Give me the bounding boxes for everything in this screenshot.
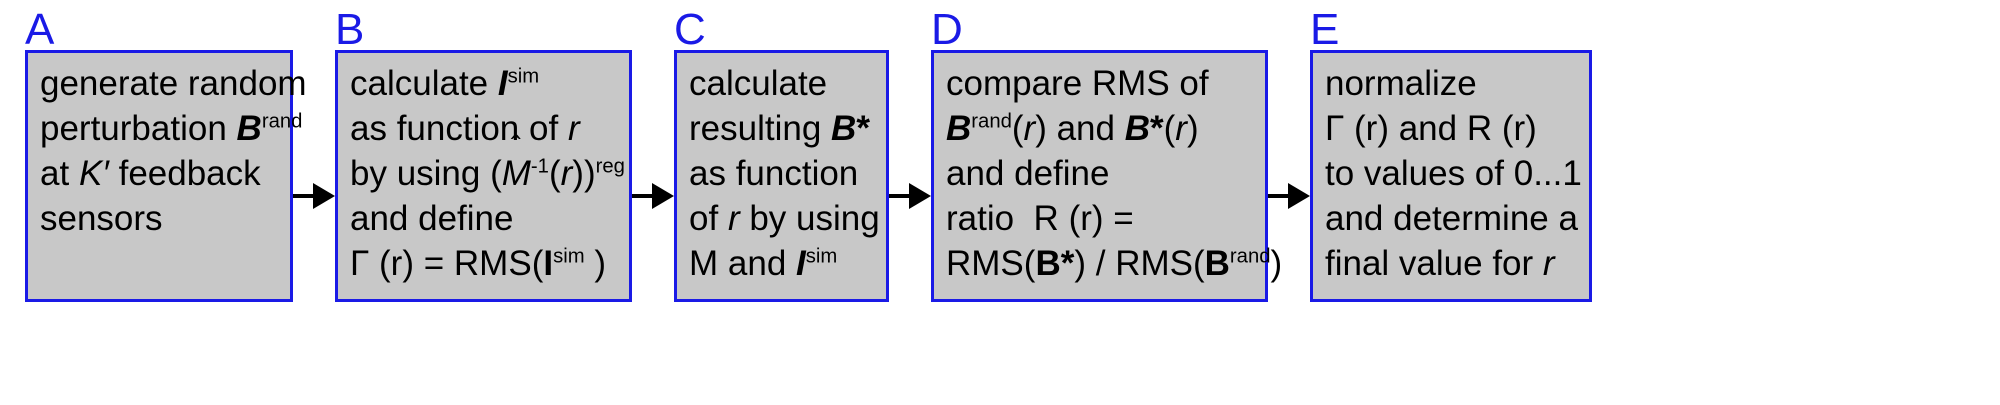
line-e-4: and determine a [1325, 199, 1578, 238]
sup-minus-one: -1 [530, 155, 549, 178]
symbol-R: R [1033, 199, 1059, 238]
star-mark: * [1150, 109, 1164, 148]
stage-box-a[interactable]: generate random perturbation Brand at K′… [25, 50, 307, 302]
line-e-5: final value for r [1325, 244, 1555, 283]
symbol-i: I [543, 244, 554, 283]
stage-label-d: D [931, 5, 963, 54]
line-b-1: calculate Isim [350, 64, 540, 103]
stage-b: B calculate Isim as function of r by usi… [335, 0, 632, 405]
sup-sim: sim [805, 245, 838, 268]
symbol-b: B [1204, 244, 1230, 283]
arrow-head [1288, 183, 1310, 209]
stage-box-d[interactable]: compare RMS of Brand(r) and B*(r) and de… [931, 50, 1283, 302]
symbol-b: B [1035, 244, 1061, 283]
stage-d: D compare RMS of Brand(r) and B*(r) and … [931, 0, 1283, 405]
line-c-3: as function [689, 154, 859, 193]
stage-a-text: generate random perturbation Brand at K′… [40, 61, 307, 241]
symbol-k: K [78, 154, 103, 193]
symbol-i: I [796, 244, 806, 283]
stage-e: E normalize Γ (r) and R (r) to values of… [1310, 0, 1592, 405]
arrow-head [313, 183, 335, 209]
prime-mark: ′ [102, 154, 109, 193]
arrow-d-to-e [1268, 183, 1310, 209]
arrow-c-to-d [889, 183, 931, 209]
stage-box-c[interactable]: calculate resulting B* as function of r … [674, 50, 889, 302]
stage-c-text: calculate resulting B* as function of r … [689, 61, 886, 286]
arrow-shaft [293, 194, 317, 198]
stage-label-c: C [674, 5, 706, 54]
symbol-r: r [567, 109, 580, 148]
symbol-gamma: Γ [1325, 109, 1345, 148]
sup-sim: sim [507, 65, 540, 88]
arrow-shaft [1268, 194, 1292, 198]
line-c-1: calculate [689, 64, 828, 103]
stage-box-b[interactable]: calculate Isim as function of r by using… [335, 50, 632, 302]
stage-box-e[interactable]: normalize Γ (r) and R (r) to values of 0… [1310, 50, 1592, 302]
arrow-shaft [632, 194, 656, 198]
line-e-3: to values of 0...1 [1325, 154, 1582, 193]
symbol-r: r [560, 154, 573, 193]
stage-label-a: A [25, 5, 55, 54]
line-a-3: at K′ feedback [40, 154, 261, 193]
stage-a: A generate random perturbation Brand at … [25, 0, 307, 405]
stage-b-text: calculate Isim as function of r by using… [350, 61, 629, 286]
line-e-2: Γ (r) and R (r) [1325, 109, 1537, 148]
line-d-4: ratio R (r) = [946, 199, 1134, 238]
line-a-4: sensors [40, 199, 163, 238]
symbol-b: B [236, 109, 262, 148]
line-e-1: normalize [1325, 64, 1477, 103]
star-mark: * [1060, 244, 1075, 283]
sup-sim: sim [553, 245, 585, 268]
symbol-m: M [501, 154, 531, 193]
arrow-shaft [889, 194, 913, 198]
arrow-b-to-c [632, 183, 674, 209]
stage-e-text: normalize Γ (r) and R (r) to values of 0… [1325, 61, 1589, 286]
stage-c: C calculate resulting B* as function of … [674, 0, 889, 405]
symbol-b: B [946, 109, 972, 148]
sup-reg: reg [595, 155, 625, 178]
line-c-2: resulting B* [689, 109, 870, 148]
line-a-1: generate random [40, 64, 307, 103]
arrow-head [652, 183, 674, 209]
hat-accent: ˆ [510, 130, 521, 164]
line-d-2: Brand(r) and B*(r) [946, 109, 1199, 148]
symbol-r: r [1175, 109, 1187, 148]
line-c-5: M and Isim [689, 244, 838, 283]
line-c-4: of r by using [689, 199, 880, 238]
line-d-1: compare RMS of [946, 64, 1209, 103]
line-d-3: and define [946, 154, 1110, 193]
line-b-5: Γ (r) = RMS(Isim ) [350, 244, 607, 283]
arrow-a-to-b [293, 183, 335, 209]
stage-label-e: E [1310, 5, 1340, 54]
symbol-b: B [831, 109, 857, 148]
symbol-b: B [1124, 109, 1150, 148]
line-b-2: as function of r [350, 109, 580, 148]
symbol-r: r [1023, 109, 1036, 148]
sup-rand: rand [1229, 245, 1271, 268]
sup-rand: rand [971, 110, 1012, 133]
line-b-4: and define [350, 199, 514, 238]
stage-d-text: compare RMS of Brand(r) and B*(r) and de… [946, 61, 1283, 286]
symbol-i: I [497, 64, 508, 103]
stage-label-b: B [335, 5, 365, 54]
arrow-head [909, 183, 931, 209]
symbol-r: r [727, 199, 740, 238]
symbol-gamma: Γ [350, 244, 370, 283]
star-mark: * [856, 109, 870, 148]
symbol-r: r [1542, 244, 1555, 283]
line-d-5: RMS(B*) / RMS(Brand) [946, 244, 1283, 283]
sup-rand: rand [261, 110, 303, 133]
line-a-2: perturbation Brand [40, 109, 303, 148]
